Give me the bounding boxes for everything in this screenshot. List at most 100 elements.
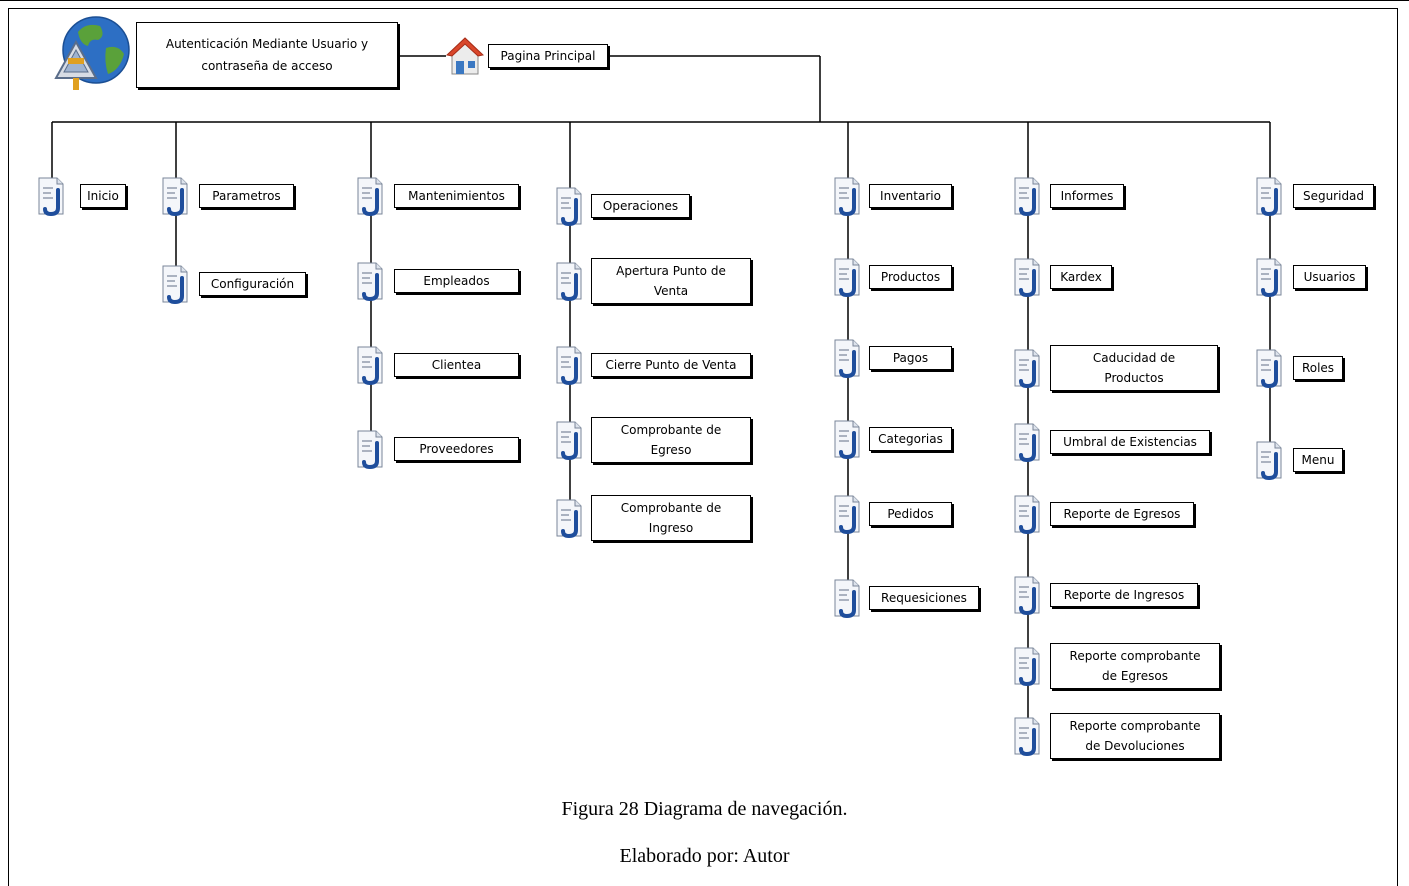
document-icon [1256,349,1282,388]
nav-node-label: Categorias [878,432,943,446]
document-icon [834,258,860,297]
nav-node-label: Productos [1104,371,1164,385]
document-icon [556,499,582,538]
document-icon [834,177,860,216]
nav-node-label: Reporte comprobante [1069,719,1201,733]
document-icon [38,177,64,216]
nav-node-box: Configuración [199,272,306,296]
document-icon [556,262,582,301]
nav-node-label: Caducidad de [1092,351,1176,365]
nav-node-box: Proveedores [394,437,519,461]
nav-node-label: Pagos [892,351,929,365]
document-icon [834,339,860,378]
nav-node-box: Mantenimientos [394,184,519,208]
nav-node-label: Parametros [212,189,281,203]
nav-node-label: Requesiciones [881,591,967,605]
document-icon [1014,647,1040,686]
document-icon [1014,717,1040,756]
document-icon [556,187,582,226]
figure-caption: Figura 28 Diagrama de navegación. [561,798,848,820]
nav-node-box: Operaciones [591,194,690,218]
home-box: Pagina Principal [488,44,608,68]
nav-node-box: Reporte de Ingresos [1050,583,1198,607]
nav-node-box: Pedidos [869,502,952,526]
document-icon [162,177,188,216]
nav-node-box: Reporte comprobante de Egresos [1050,643,1220,689]
nav-node-box: Reporte de Egresos [1050,502,1194,526]
document-icon [1014,349,1040,388]
nav-node-box: Informes [1050,184,1124,208]
nav-node-box: Productos [869,265,952,289]
document-icon [556,421,582,460]
nav-node-label: de Devoluciones [1085,739,1185,753]
nav-node-box: Categorias [869,427,952,451]
nav-node-label: Reporte de Ingresos [1063,588,1185,602]
nav-node-box: Parametros [199,184,294,208]
nav-node-label: Kardex [1060,270,1102,284]
nav-node-label: Inicio [87,189,119,203]
nav-node-box: Roles [1293,356,1343,380]
nav-node-label: Configuración [210,277,295,291]
home-label: Pagina Principal [500,49,596,63]
document-icon [1014,177,1040,216]
nav-node-label: Reporte de Egresos [1063,507,1181,521]
nav-node-label: Mantenimientos [408,189,505,203]
nav-node-label: Apertura Punto de [616,264,726,278]
nav-node-label: Inventario [880,189,941,203]
document-icon [556,346,582,385]
nav-node-box: Kardex [1050,265,1112,289]
nav-node-label: Egreso [650,443,692,457]
figure-frame [8,8,1398,886]
nav-node-box: Umbral de Existencias [1050,430,1210,454]
nav-node-box: Apertura Punto de Venta [591,258,751,304]
nav-node-label: Clientea [431,358,482,372]
nav-node-label: Empleados [423,274,490,288]
nav-node-box: Menu [1293,448,1343,472]
document-icon [357,177,383,216]
nav-node-label: Menu [1301,453,1335,467]
nav-node-label: Proveedores [419,442,494,456]
nav-node-label: de Egresos [1102,669,1168,683]
nav-node-label: Productos [880,270,941,284]
document-icon [357,262,383,301]
nav-node-box: Reporte comprobante de Devoluciones [1050,713,1220,759]
document-icon [357,346,383,385]
auth-box: Autenticación Mediante Usuario y contras… [136,22,398,88]
document-icon [1014,495,1040,534]
nav-node-label: Roles [1301,361,1335,375]
document-icon [834,579,860,618]
nav-node-label: Informes [1060,189,1114,203]
nav-node-box: Comprobante de Egreso [591,417,751,463]
nav-node-label: Umbral de Existencias [1063,435,1197,449]
nav-node-box: Inventario [869,184,952,208]
document-icon [357,430,383,469]
auth-line-1: Autenticación Mediante Usuario y [165,37,369,51]
nav-node-label: Comprobante de [620,423,722,437]
nav-node-box: Cierre Punto de Venta [591,353,751,377]
nav-node-box: Pagos [869,346,952,370]
nav-node-label: Venta [653,284,689,298]
document-icon [1256,258,1282,297]
document-icon [162,265,188,304]
nav-node-label: Cierre Punto de Venta [605,358,737,372]
nav-node-box: Usuarios [1293,265,1366,289]
nav-node-box: Inicio [80,184,126,208]
nav-node-box: Requesiciones [869,586,979,610]
nav-node-label: Ingreso [648,521,694,535]
nav-node-label: Reporte comprobante [1069,649,1201,663]
nav-node-label: Seguridad [1302,189,1365,203]
nav-node-label: Pedidos [887,507,934,521]
document-icon [1014,576,1040,615]
document-icon [1014,258,1040,297]
auth-line-2: contraseña de acceso [201,59,333,73]
nav-node-box: Caducidad de Productos [1050,345,1218,391]
nav-node-label: Usuarios [1303,270,1356,284]
nav-node-label: Comprobante de [620,501,722,515]
home-icon [446,37,484,75]
document-icon [1256,441,1282,480]
nav-node-box: Clientea [394,353,519,377]
document-icon [1014,423,1040,462]
nav-node-label: Operaciones [602,199,679,213]
nav-node-box: Comprobante de Ingreso [591,495,751,541]
document-icon [834,495,860,534]
